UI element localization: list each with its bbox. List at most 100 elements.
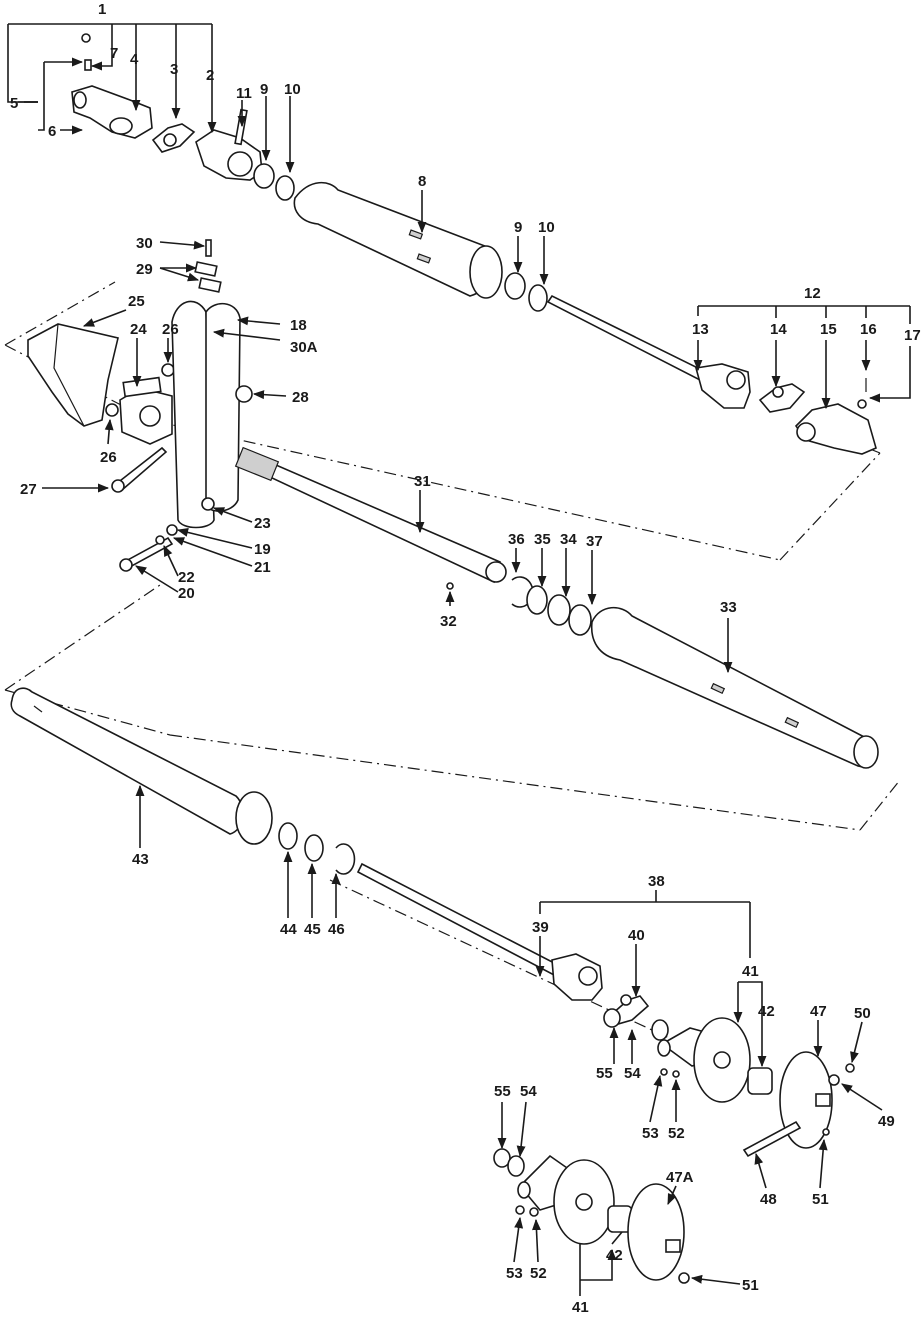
callout-50: 50 <box>854 1005 871 1022</box>
snap-ring-46 <box>335 843 356 875</box>
callout-25: 25 <box>128 293 145 310</box>
yoke-15 <box>794 378 877 455</box>
callout-14: 14 <box>770 321 787 338</box>
washer-50 <box>845 1063 855 1073</box>
bushing-26 <box>161 363 175 377</box>
outer-tube-8 <box>293 181 503 299</box>
callout-18: 18 <box>290 317 307 334</box>
cross-journal-14 <box>758 383 806 413</box>
clip-29 <box>194 239 222 293</box>
callout-10-b: 10 <box>538 219 555 236</box>
callout-11: 11 <box>236 85 252 102</box>
ring-44 <box>278 822 298 850</box>
callout-26-b: 26 <box>100 449 117 466</box>
callout-41: 41 <box>742 963 759 980</box>
shield-25 <box>27 323 119 427</box>
spacer-42 <box>747 1067 773 1095</box>
callout-42: 42 <box>758 1003 775 1020</box>
callout-30a: 30A <box>290 339 318 356</box>
callout-43: 43 <box>132 851 149 868</box>
callout-29: 29 <box>136 261 153 278</box>
callout-12: 12 <box>804 285 821 302</box>
callout-21: 21 <box>254 559 271 576</box>
callout-24: 24 <box>130 321 147 338</box>
hanger-strap-18 <box>171 300 241 529</box>
leader-lines <box>7 23 911 1296</box>
ring-9 <box>253 163 275 189</box>
callout-28: 28 <box>292 389 309 406</box>
callout-48: 48 <box>760 1191 777 1208</box>
seal-34 <box>547 594 571 626</box>
callout-6: 6 <box>48 123 56 140</box>
ring-9-b <box>504 272 526 300</box>
shaft-31 <box>234 446 507 584</box>
snap-ring-10 <box>275 175 295 201</box>
yoke-assembly-left <box>71 33 153 139</box>
inner-shaft-13 <box>546 294 751 409</box>
callout-2: 2 <box>206 67 214 84</box>
callout-7: 7 <box>110 45 118 62</box>
callout-15: 15 <box>820 321 837 338</box>
bolt-27 <box>111 446 168 493</box>
callout-16: 16 <box>860 321 877 338</box>
callout-41-b: 41 <box>572 1299 589 1316</box>
callout-45: 45 <box>304 921 321 938</box>
callout-37: 37 <box>586 533 603 550</box>
washer-21 <box>166 524 178 536</box>
callout-9: 9 <box>260 81 268 98</box>
ring-37 <box>568 604 592 636</box>
ring-45 <box>304 834 324 862</box>
callout-10: 10 <box>284 81 301 98</box>
callout-23: 23 <box>254 515 271 532</box>
nut-52-b <box>529 1207 539 1217</box>
callout-33: 33 <box>720 599 737 616</box>
callout-22: 22 <box>178 569 195 586</box>
callout-54: 54 <box>624 1065 641 1082</box>
callout-35: 35 <box>534 531 551 548</box>
callout-4: 4 <box>130 51 139 68</box>
callout-55: 55 <box>596 1065 613 1082</box>
flange-yoke-41 <box>657 1017 751 1103</box>
callout-8: 8 <box>418 173 426 190</box>
flange-yoke-41-b <box>517 1154 615 1245</box>
cotter-51-b <box>678 1272 690 1284</box>
callout-13: 13 <box>692 321 709 338</box>
ring-54 <box>651 1019 669 1041</box>
outer-tube-43 <box>10 687 273 845</box>
snap-ring-10-b <box>528 284 548 312</box>
callout-47a: 47A <box>666 1169 694 1186</box>
flange-47a <box>627 1183 685 1281</box>
ring-55 <box>603 1008 621 1028</box>
callout-44: 44 <box>280 921 297 938</box>
centerline-lower <box>329 879 771 1086</box>
bearing-housing-24 <box>119 376 173 445</box>
nut-49 <box>828 1074 840 1086</box>
callout-53-b: 53 <box>506 1265 523 1282</box>
outer-tube-33 <box>590 606 879 769</box>
nut-52 <box>672 1070 680 1078</box>
callout-19: 19 <box>254 541 271 558</box>
callout-9-b: 9 <box>514 219 522 236</box>
inner-shaft-39 <box>356 862 603 1001</box>
callout-32: 32 <box>440 613 457 630</box>
callout-36: 36 <box>508 531 525 548</box>
callout-40: 40 <box>628 927 645 944</box>
callout-30: 30 <box>136 235 153 252</box>
callout-52-b: 52 <box>530 1265 547 1282</box>
callout-49: 49 <box>878 1113 895 1130</box>
cross-journal-3 <box>151 123 196 153</box>
pin-11 <box>234 108 248 146</box>
ring-54-b <box>507 1155 525 1177</box>
cotter-51 <box>822 1128 830 1136</box>
callout-52: 52 <box>668 1125 685 1142</box>
callout-3: 3 <box>170 61 178 78</box>
washer-22 <box>155 535 165 545</box>
callout-34: 34 <box>560 531 577 548</box>
callout-46: 46 <box>328 921 345 938</box>
callout-17: 17 <box>904 327 921 344</box>
callout-54-b: 54 <box>520 1083 537 1100</box>
callout-31: 31 <box>414 473 431 490</box>
callout-42-b: 42 <box>606 1247 623 1264</box>
callout-51: 51 <box>812 1191 829 1208</box>
